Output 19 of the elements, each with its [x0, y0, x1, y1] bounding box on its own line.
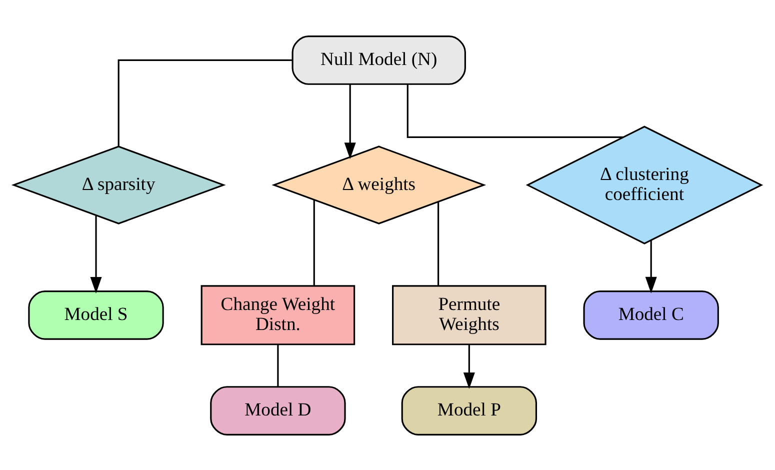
- node-box: Model P: [401, 386, 538, 435]
- node-diamond: Δ weights: [272, 145, 486, 224]
- connector: [406, 84, 624, 138]
- node-box: Model C: [583, 290, 719, 340]
- connector: [313, 199, 315, 286]
- node-box: Null Model (N): [292, 35, 466, 84]
- node-box: Change Weight Distn.: [200, 284, 356, 345]
- node-diamond: Δ clustering coefficient: [526, 125, 764, 244]
- arrow: [344, 84, 356, 159]
- node-box: Model D: [210, 386, 346, 435]
- arrow: [645, 240, 657, 293]
- node-box: Model S: [28, 290, 164, 340]
- connector: [277, 344, 279, 386]
- connector: [438, 202, 440, 286]
- node-box: Permute Weights: [392, 284, 546, 345]
- node-diamond: Δ sparsity: [11, 145, 226, 224]
- connector: [118, 58, 292, 146]
- arrow: [90, 215, 102, 293]
- arrow: [463, 344, 475, 388]
